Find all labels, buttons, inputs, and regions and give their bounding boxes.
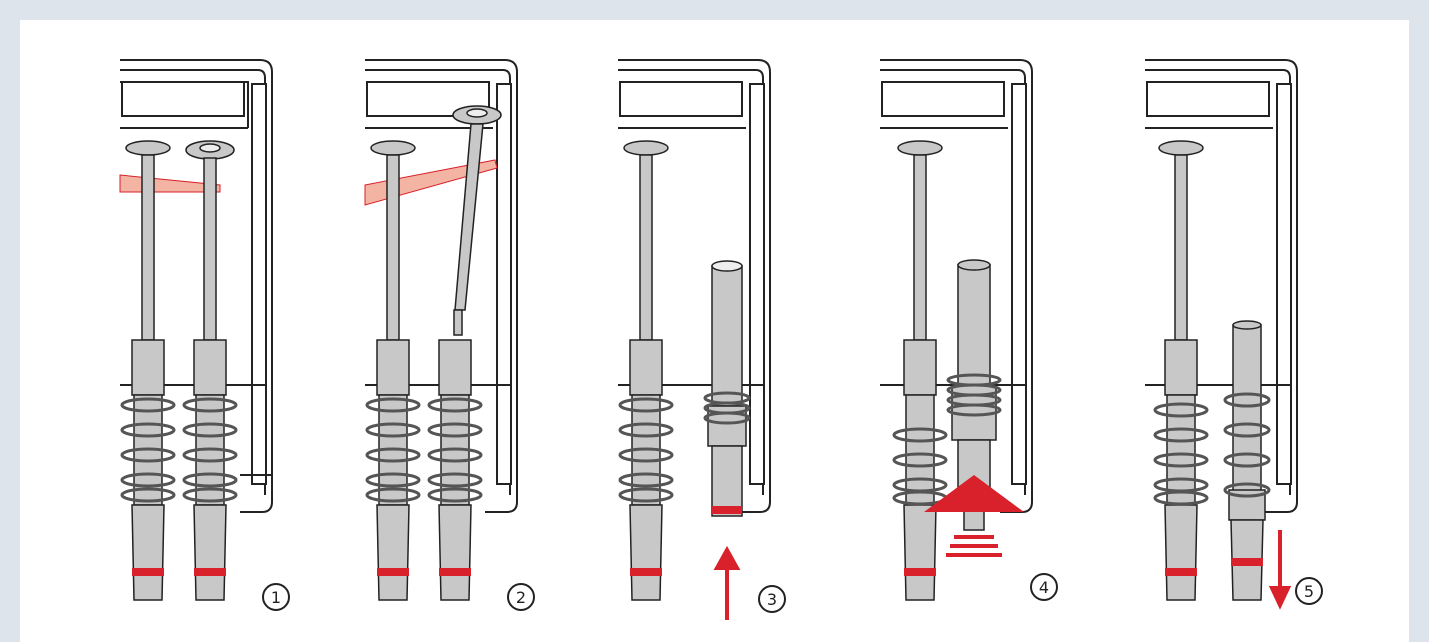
plunger-body-right (438, 339, 472, 601)
plunger-left (370, 140, 416, 601)
step-5-drawing (1145, 59, 1298, 610)
step-number-badge: 5 (1295, 577, 1323, 605)
red-ring (194, 568, 226, 576)
plunger-left (1158, 140, 1204, 601)
step-number-badge: 4 (1030, 573, 1058, 601)
step-4-drawing (880, 59, 1033, 601)
plunger-left (125, 140, 171, 601)
step-number-badge: 1 (262, 583, 290, 611)
step-5-panel: 5 (1145, 20, 1395, 642)
spring-left (120, 397, 176, 503)
step-3-panel: 3 (618, 20, 868, 642)
step-1-panel: 1 (119, 20, 370, 642)
step-4-panel: 4 (880, 20, 1130, 642)
step-1-drawing (119, 59, 273, 601)
arrow-down-icon (1268, 530, 1292, 610)
press-up-icon (924, 475, 1024, 512)
arrow-up-icon (713, 545, 741, 620)
plunger-right (185, 140, 235, 601)
step-3-drawing (618, 59, 771, 620)
step-2-drawing (364, 59, 518, 601)
pressure-lines-icon (946, 535, 1002, 557)
instruction-illustration: 1 (20, 20, 1409, 642)
plunger-lifted (452, 105, 502, 336)
sleeve-raised (707, 260, 747, 517)
step-2-panel: 2 (364, 20, 615, 642)
step-number-badge: 2 (507, 583, 535, 611)
step-number-badge: 3 (758, 585, 786, 613)
plunger-left (623, 140, 669, 601)
plunger-left (897, 140, 943, 601)
housing (120, 59, 273, 513)
red-ring (132, 568, 164, 576)
